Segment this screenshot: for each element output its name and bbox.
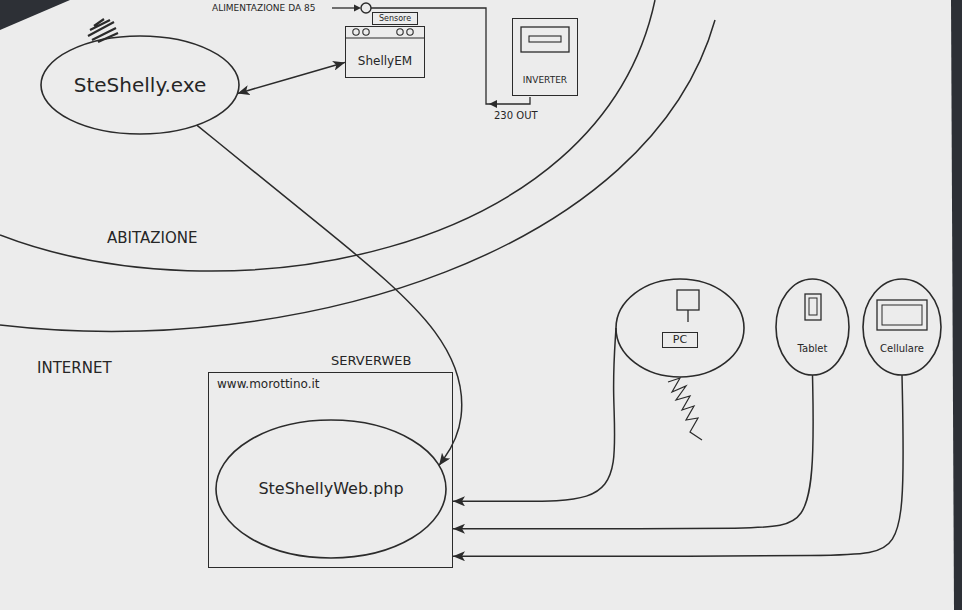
tablet-icon bbox=[805, 294, 821, 320]
client-label: Cellulare bbox=[880, 343, 924, 355]
script-circle: SteShellyWeb.php bbox=[215, 419, 447, 559]
inverter-box: INVERTER bbox=[512, 18, 578, 96]
keyboard-background bbox=[951, 0, 962, 610]
device-label: ShellyEM bbox=[358, 55, 412, 69]
connector-arrow bbox=[453, 375, 903, 556]
connector-arrow bbox=[237, 62, 345, 93]
tablet-screen bbox=[809, 298, 817, 315]
web-server-box: SERVERWEBwww.morottino.itSteShellyWeb.ph… bbox=[208, 372, 453, 568]
output-label: 230 OUT bbox=[492, 110, 540, 122]
circle-outline-shape bbox=[41, 36, 239, 134]
hatched-scribble bbox=[668, 378, 702, 440]
circle-outline bbox=[862, 278, 942, 376]
connector-arrow bbox=[453, 375, 813, 529]
phone-icon bbox=[877, 300, 927, 330]
circle-outline-shape bbox=[776, 279, 849, 375]
client-label: Tablet bbox=[798, 343, 828, 355]
terminal-screw bbox=[407, 29, 413, 35]
house-boundary-arc bbox=[0, 0, 655, 271]
inverter-display bbox=[521, 27, 569, 52]
region-label: ABITAZIONE bbox=[105, 230, 199, 247]
client-circle: Tablet bbox=[775, 278, 850, 376]
terminal-screw bbox=[363, 29, 369, 35]
energy-meter-box: ShellyEM bbox=[345, 26, 425, 78]
terminal-screws bbox=[353, 29, 413, 35]
circle-outline bbox=[615, 278, 745, 378]
supply-arrow-head bbox=[354, 5, 361, 12]
house-region: ABITAZIONE SteShelly.exe SensoreShellyEM IN… bbox=[0, 0, 660, 285]
network-boundary-arc bbox=[0, 20, 715, 331]
wire-arrow-head bbox=[489, 100, 497, 108]
box-heading: SERVERWEB bbox=[331, 354, 411, 369]
program-name: SteShelly.exe bbox=[74, 74, 206, 97]
circle-outline-shape bbox=[616, 279, 744, 377]
terminal-screw bbox=[397, 29, 403, 35]
current-clamp bbox=[361, 3, 371, 13]
program-circle: SteShelly.exe bbox=[40, 35, 240, 135]
connector-arrow bbox=[453, 328, 616, 501]
domain-label: www.morottino.it bbox=[217, 378, 320, 392]
inverter-display-bar bbox=[529, 36, 561, 42]
terminal-screw bbox=[353, 29, 359, 35]
sensor-label: Sensore bbox=[379, 14, 411, 23]
phone-screen bbox=[882, 305, 922, 325]
connector-arrow bbox=[197, 125, 462, 465]
device-label: INVERTER bbox=[523, 75, 567, 85]
circle-outline bbox=[775, 278, 850, 376]
sensor-box: Sensore bbox=[372, 12, 418, 25]
client-label: PC bbox=[662, 332, 698, 349]
keyboard-background bbox=[0, 0, 70, 30]
circle-outline-shape bbox=[863, 279, 941, 375]
client-circle: Cellulare bbox=[862, 278, 942, 376]
monitor-icon bbox=[677, 290, 699, 310]
monitor-stand bbox=[687, 310, 688, 322]
hatched-scribble bbox=[88, 19, 118, 42]
client-circle: PC bbox=[615, 278, 745, 378]
region-label: INTERNET bbox=[35, 360, 114, 377]
region-outline bbox=[0, 0, 660, 285]
circle-outline-shape bbox=[216, 420, 446, 558]
terminal-strip bbox=[345, 37, 425, 38]
power-label: ALIMENTAZIONE DA 85 bbox=[210, 3, 317, 13]
script-name: SteShellyWeb.php bbox=[258, 480, 403, 498]
